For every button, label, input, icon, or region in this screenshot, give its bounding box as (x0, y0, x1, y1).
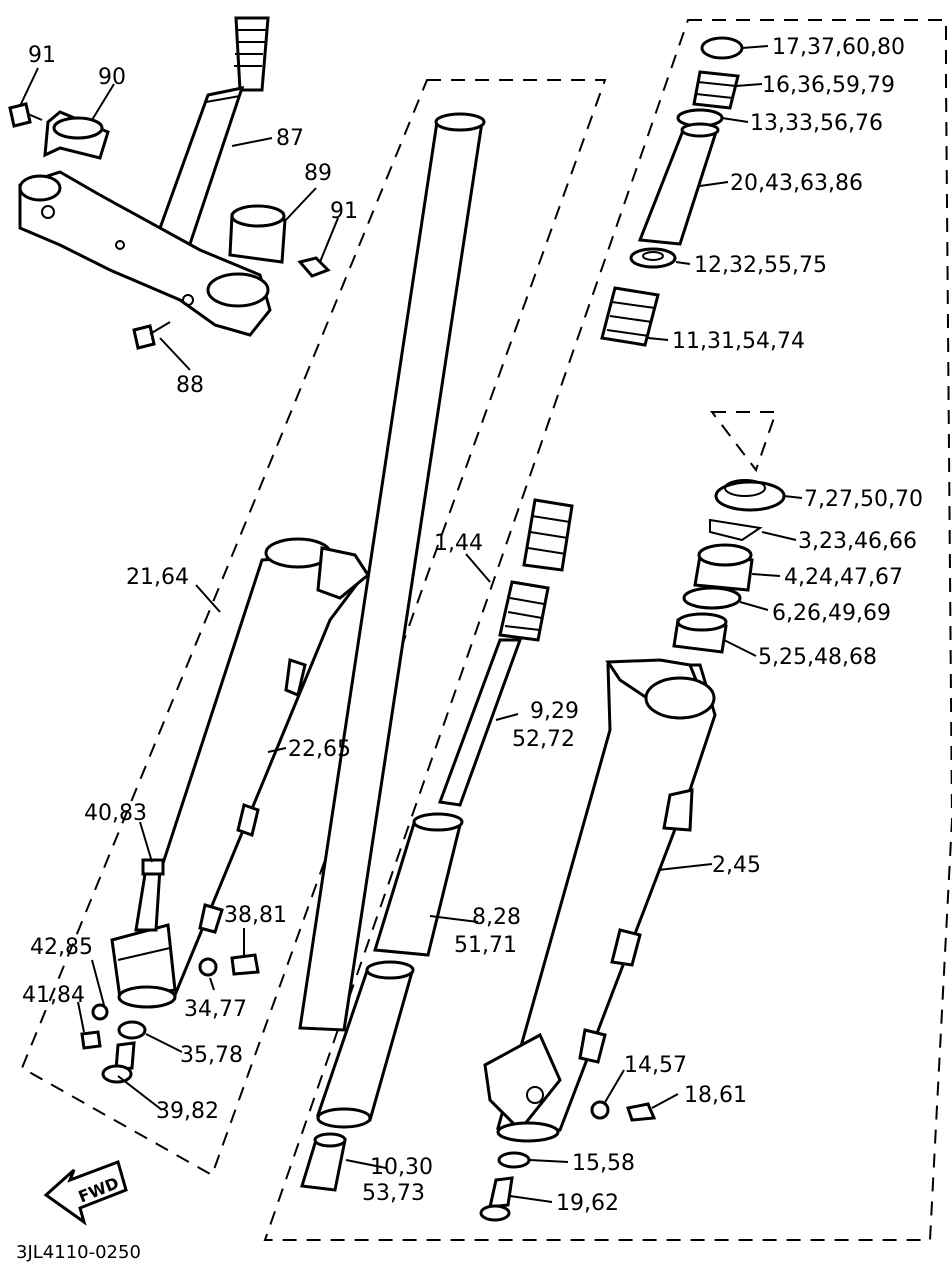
callout-38-81: 38,81 (224, 903, 287, 928)
under-bracket (18, 170, 272, 337)
callout-9-29: 9,29 (530, 699, 579, 724)
callout-1-44: 1,44 (434, 531, 483, 556)
damper-rod (437, 498, 574, 807)
callout-41-84: 41,84 (22, 983, 85, 1008)
callout-3-23-46-66: 3,23,46,66 (798, 529, 917, 554)
cap-bolt (700, 36, 744, 60)
callout-4-24-47-67: 4,24,47,67 (784, 565, 903, 590)
callout-90: 90 (98, 65, 126, 90)
callout-53-73: 53,73 (362, 1181, 425, 1206)
callout-34-77: 34,77 (184, 997, 247, 1022)
right-assembly-dashed-outline (263, 19, 952, 1241)
callout-91-top: 91 (28, 43, 56, 68)
handlebar-holder-lower (228, 204, 287, 264)
callout-19-62: 19,62 (556, 1191, 619, 1216)
spring-seat (629, 247, 677, 269)
diagram-code: 3JL4110-0250 (16, 1242, 141, 1263)
callout-13-33-56-76: 13,33,56,76 (750, 111, 883, 136)
spring-upper (600, 286, 660, 347)
callout-12-32-55-75: 12,32,55,75 (694, 253, 827, 278)
right-outer-tube (483, 658, 717, 1143)
right-seal-parts (672, 479, 786, 654)
callout-51-71: 51,71 (454, 933, 517, 958)
inner-tube-lower (315, 960, 415, 1129)
right-top-stack (629, 36, 744, 269)
callout-6-26-49-69: 6,26,49,69 (772, 601, 891, 626)
left-outer-tube (110, 537, 370, 1009)
callout-39-82: 39,82 (156, 1099, 219, 1124)
callout-labels: 91 90 87 89 91 88 21,64 22,65 40,83 38,8… (22, 35, 923, 1216)
inner-tube (298, 112, 486, 1032)
callout-21-64: 21,64 (126, 565, 189, 590)
callout-89: 89 (304, 161, 332, 186)
callout-42-85: 42,85 (30, 935, 93, 960)
callout-10-30: 10,30 (370, 1155, 433, 1180)
oil-lock-piece (300, 1132, 347, 1192)
callout-7-27-50-70: 7,27,50,70 (804, 487, 923, 512)
right-small-parts (479, 1100, 657, 1222)
steering-stem (153, 16, 270, 252)
callout-5-25-48-68: 5,25,48,68 (758, 645, 877, 670)
lower-tube-dashed-outline (709, 411, 778, 473)
cap-spacer (692, 70, 740, 110)
callout-14-57: 14,57 (624, 1053, 687, 1078)
callout-87: 87 (276, 126, 304, 151)
left-small-parts (80, 858, 260, 1084)
slide-metal (373, 812, 464, 957)
callout-20-43-63-86: 20,43,63,86 (730, 171, 863, 196)
callout-88: 88 (176, 373, 204, 398)
callout-35-78: 35,78 (180, 1043, 243, 1068)
callout-18-61: 18,61 (684, 1083, 747, 1108)
leader-lines (19, 45, 803, 1203)
callout-91-right: 91 (330, 199, 358, 224)
callout-11-31-54-74: 11,31,54,74 (672, 329, 805, 354)
callout-52-72: 52,72 (512, 727, 575, 752)
fwd-arrow-icon: FWD (43, 1160, 128, 1226)
callout-22-65: 22,65 (288, 737, 351, 762)
callout-8-28: 8,28 (472, 905, 521, 930)
handlebar-holder-upper (43, 110, 110, 160)
bolts-top (8, 102, 331, 350)
callout-15-58: 15,58 (572, 1151, 635, 1176)
callout-2-45: 2,45 (712, 853, 761, 878)
callout-16-36-59-79: 16,36,59,79 (762, 73, 895, 98)
callout-17-37-60-80: 17,37,60,80 (772, 35, 905, 60)
callout-40-83: 40,83 (84, 801, 147, 826)
